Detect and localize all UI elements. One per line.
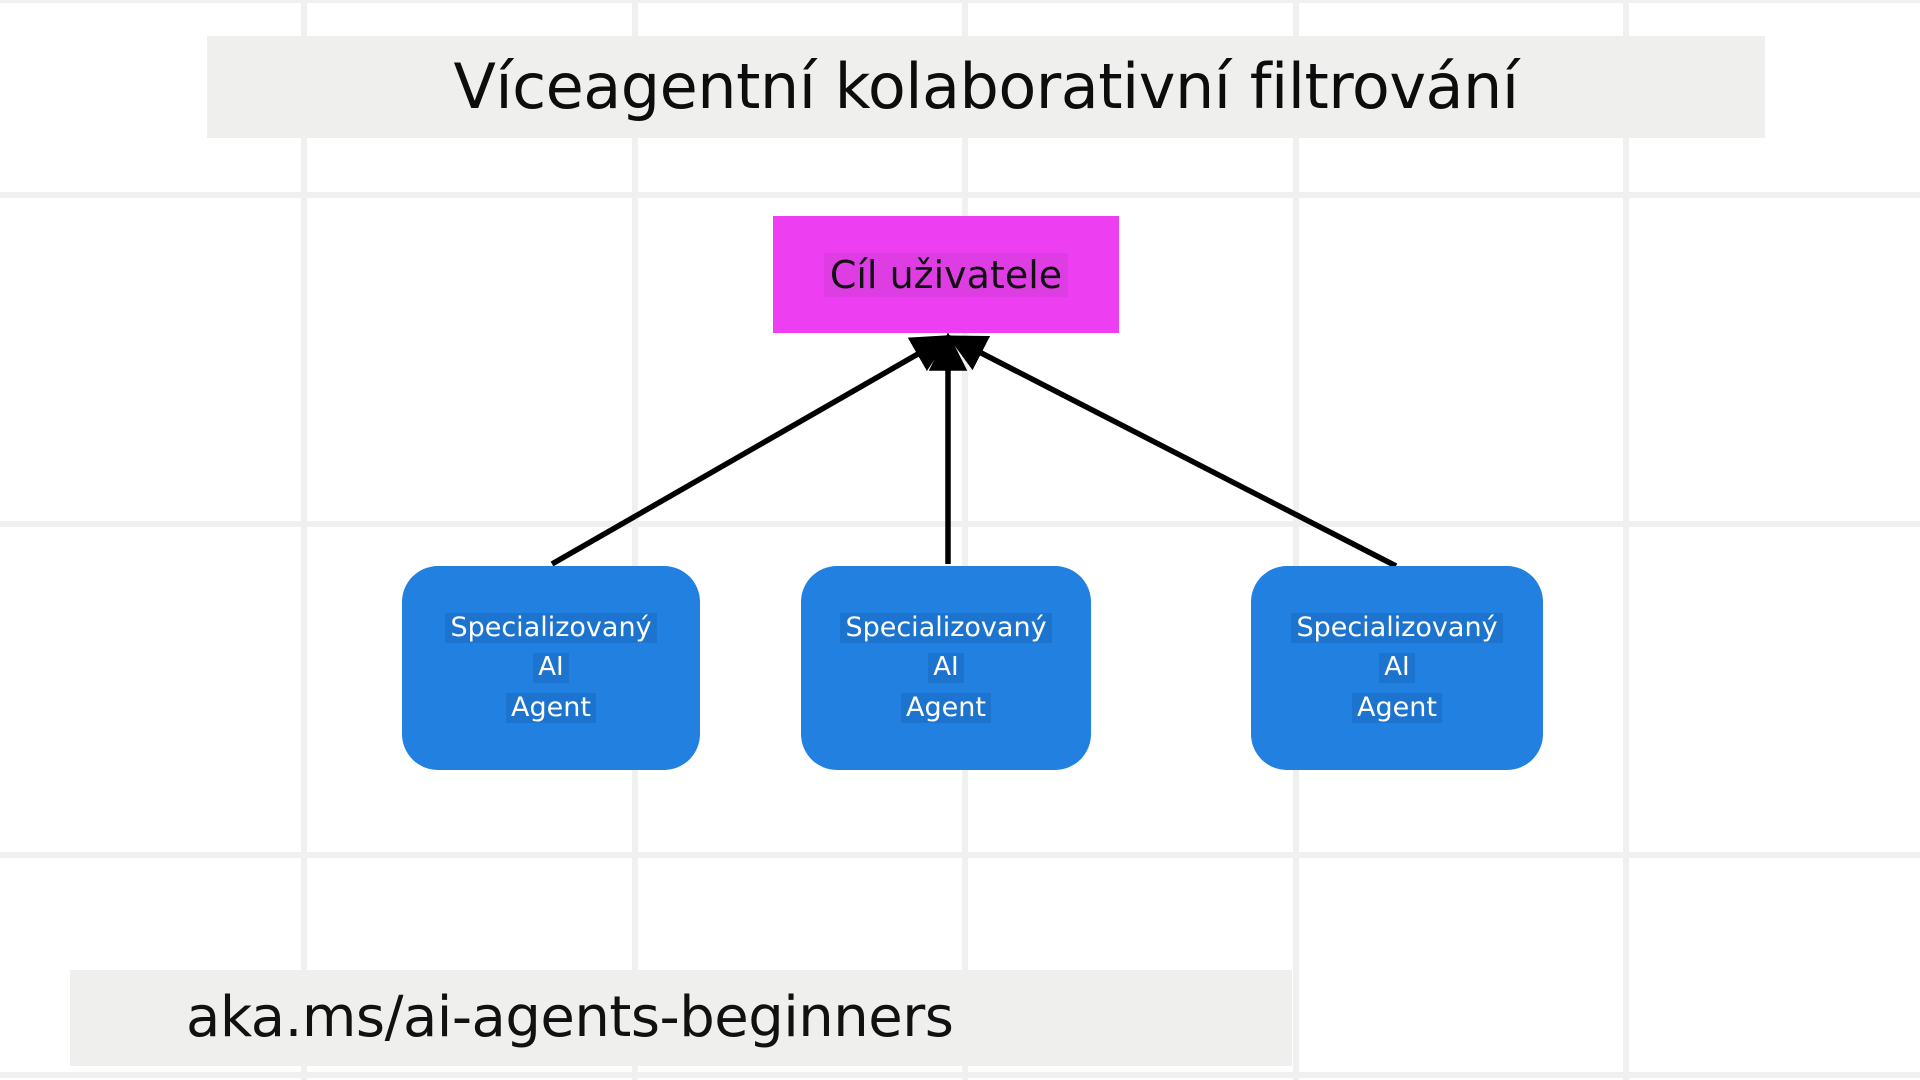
agent-label-line1: Specializovaný (1291, 613, 1503, 644)
agent-label-line1: Specializovaný (840, 613, 1052, 644)
grid-line-horizontal (0, 0, 1920, 3)
grid-line-horizontal (0, 1072, 1920, 1078)
connector-right (947, 335, 1398, 569)
grid-line-horizontal (0, 521, 1920, 527)
node-specialized-agent-3[interactable]: Specializovaný AI Agent (1251, 566, 1543, 770)
agent-label-line1: Specializovaný (445, 613, 657, 644)
agent-label-line3: Agent (901, 692, 991, 723)
agent-label-line2: AI (1379, 653, 1415, 683)
grid-line-vertical (962, 0, 968, 1080)
footer-band: aka.ms/ai-agents-beginners (70, 970, 1292, 1066)
node-user-goal[interactable]: Cíl uživatele (773, 216, 1119, 333)
agent-label-line3: Agent (506, 692, 596, 723)
agent-label-line2: AI (533, 653, 569, 683)
node-specialized-agent-1[interactable]: Specializovaný AI Agent (402, 566, 700, 770)
grid-line-vertical (1623, 0, 1629, 1080)
agent-label-line3: Agent (1352, 692, 1442, 723)
node-user-goal-label: Cíl uživatele (823, 252, 1069, 297)
grid-line-horizontal (0, 852, 1920, 858)
grid-line-vertical (1293, 0, 1299, 1080)
node-specialized-agent-2[interactable]: Specializovaný AI Agent (801, 566, 1091, 770)
footer-link[interactable]: aka.ms/ai-agents-beginners (186, 985, 954, 1050)
agent-label-line2: AI (928, 653, 964, 683)
grid-line-vertical (632, 0, 638, 1080)
slide-title-band: Víceagentní kolaborativní filtrování (207, 36, 1765, 138)
grid-line-horizontal (0, 192, 1920, 198)
connector-left (550, 335, 951, 567)
slide-title: Víceagentní kolaborativní filtrování (453, 50, 1519, 123)
grid-line-vertical (301, 0, 307, 1080)
